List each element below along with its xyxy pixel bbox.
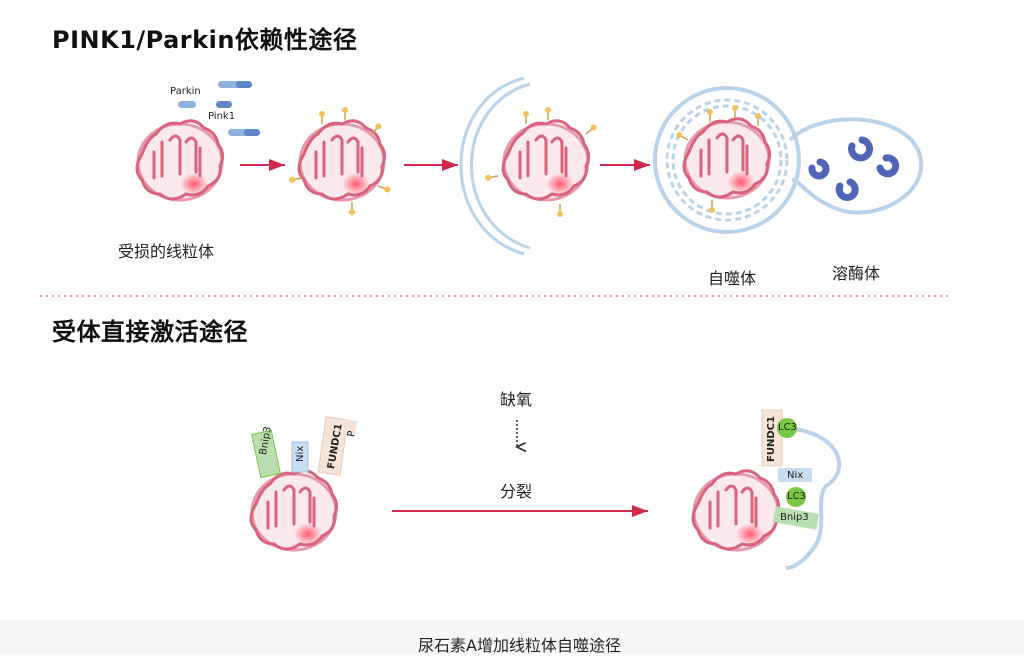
caption: 尿石素A增加线粒体自噬途径 [418, 636, 621, 655]
label-hypoxia: 缺氧 [500, 390, 533, 409]
label-bnip3-right: Bnip3 [780, 512, 809, 523]
label-nix-right: Nix [787, 470, 804, 481]
mitochondrion-tagged [287, 106, 392, 216]
label-pink1: Pink1 [208, 111, 236, 122]
caption-bar [0, 620, 1024, 654]
lc3-top [777, 418, 797, 438]
parkin-pink1-molecules [178, 81, 260, 136]
label-nix-left: Nix [295, 445, 306, 462]
mitochondrion-receptors-left [249, 416, 358, 552]
lysosome [788, 117, 924, 215]
label-parkin: Parkin [170, 86, 201, 97]
lc3-bottom [786, 487, 806, 507]
phagophore-engulfing [459, 76, 599, 256]
label-lc3-top: LC3 [778, 422, 797, 433]
title-pink1-pathway: PINK1/Parkin依赖性途径 [52, 26, 358, 54]
mitochondrion-receptors-right [691, 409, 842, 570]
label-lysosome: 溶酶体 [832, 264, 881, 283]
title-receptor-pathway: 受体直接激活途径 [52, 318, 248, 346]
label-lc3-bottom: LC3 [787, 491, 806, 502]
label-fundc1-right: FUNDC1 [766, 416, 777, 462]
label-damaged-mito: 受损的线粒体 [118, 242, 215, 261]
autophagosome [653, 86, 801, 234]
label-fission: 分裂 [500, 482, 533, 501]
label-autophagosome: 自噬体 [708, 269, 757, 288]
mitochondrion-damaged [135, 119, 225, 202]
